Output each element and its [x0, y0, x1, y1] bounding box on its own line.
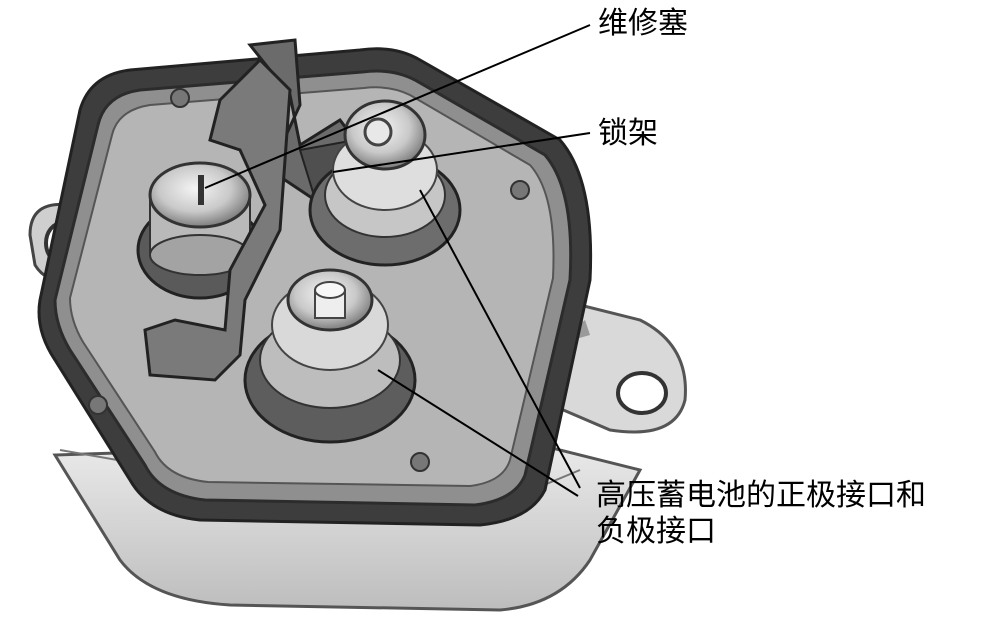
leader-lines — [204, 24, 591, 497]
label-lock-frame: 锁架 — [598, 116, 658, 151]
negative-terminal — [243, 268, 417, 444]
leader-line-service-plug — [204, 24, 591, 189]
leader-line-negative-terminal — [377, 369, 579, 497]
label-battery-terminals-line1: 高压蓄电池的正极接口和 — [596, 478, 926, 513]
positive-terminal — [308, 99, 462, 267]
leader-line-positive-terminal — [419, 189, 581, 489]
leader-line-lock-frame — [332, 132, 591, 173]
label-battery-terminals-line2: 负极接口 — [596, 514, 716, 549]
label-battery-terminals: 高压蓄电池的正极接口和 负极接口 — [596, 478, 926, 550]
label-service-plug: 维修塞 — [598, 6, 688, 41]
